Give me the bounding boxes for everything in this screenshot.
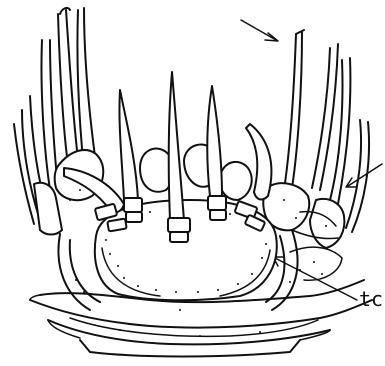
arrow-top bbox=[241, 20, 278, 41]
spine-3 bbox=[207, 86, 226, 220]
arrow-tc bbox=[273, 257, 357, 300]
upper-lobes bbox=[140, 145, 252, 200]
arrow-right bbox=[346, 164, 382, 187]
label-tc: tc bbox=[359, 287, 383, 311]
